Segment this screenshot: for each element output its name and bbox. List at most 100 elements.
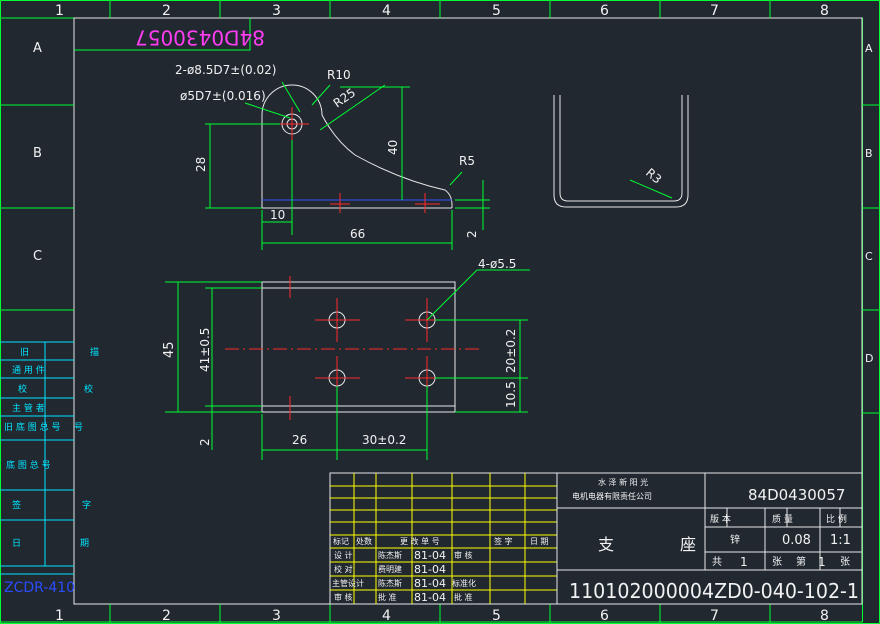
left-right-label-1: 校 bbox=[84, 383, 93, 395]
u-profile-view bbox=[553, 95, 689, 208]
row-label-b: B bbox=[33, 146, 42, 161]
dim-10: 10 bbox=[270, 208, 285, 222]
part-code: 110102000004ZD0-040-102-1 bbox=[569, 579, 859, 603]
dim-45: 45 bbox=[162, 341, 177, 358]
left-label-4: 旧 底 图 总 号 bbox=[4, 421, 60, 433]
col-label-1: 1 bbox=[55, 3, 64, 19]
col-label-b5: 5 bbox=[492, 608, 501, 624]
dim-hole-1: ø5D7±(0.016) bbox=[180, 89, 266, 103]
total-label: 共 bbox=[712, 556, 722, 568]
row-0-date: 81-04 bbox=[414, 549, 446, 562]
row-grid bbox=[0, 104, 880, 414]
dim-r5: R5 bbox=[459, 154, 475, 168]
col-label-b6: 6 bbox=[600, 608, 609, 624]
col-label-b1: 1 bbox=[55, 608, 64, 624]
dim-28: 28 bbox=[194, 157, 208, 172]
row-label-d-right: D bbox=[865, 352, 873, 365]
row-0-role: 设 计 bbox=[334, 550, 353, 560]
row-label-c: C bbox=[33, 249, 42, 264]
left-label-2: 校 bbox=[18, 383, 27, 395]
drawing-number: 84D0430057 bbox=[748, 486, 845, 504]
col-label-b7: 7 bbox=[710, 608, 719, 624]
row-label-c-right: C bbox=[865, 250, 873, 263]
rev-header-2: 更 改 单 号 bbox=[400, 536, 440, 546]
sheet-label: 第 bbox=[796, 555, 806, 568]
weight-value: 0.08 bbox=[782, 533, 811, 548]
row-0-name: 陈杰斯 bbox=[378, 550, 402, 560]
col-label-4: 4 bbox=[382, 3, 391, 19]
rev-header-4: 日 期 bbox=[530, 537, 549, 546]
sheet-unit: 张 bbox=[840, 556, 850, 568]
left-right-label-2: 号 bbox=[74, 422, 83, 433]
material-value: 锌 bbox=[730, 533, 740, 546]
row-2-date: 81-04 bbox=[414, 577, 446, 590]
col-label-8: 8 bbox=[820, 3, 829, 19]
left-label-6: 签 bbox=[12, 499, 21, 511]
row-2-extra: 标准化 bbox=[452, 578, 476, 588]
dim-40: 40 bbox=[386, 140, 400, 155]
part-name-1: 支 bbox=[598, 535, 614, 554]
drawing-frame bbox=[73, 17, 863, 605]
col-label-6: 6 bbox=[600, 3, 609, 19]
row-label-b-right: B bbox=[865, 147, 873, 160]
material-header: 版 本 bbox=[710, 513, 731, 525]
row-label-a: A bbox=[33, 41, 42, 56]
left-side-panel bbox=[0, 341, 74, 575]
plan-view bbox=[165, 269, 530, 460]
column-grid bbox=[109, 0, 771, 624]
left-bottom-code: ZCDR-410 bbox=[4, 580, 75, 596]
title-block bbox=[329, 472, 863, 605]
rev-header-1: 处数 bbox=[356, 536, 372, 546]
left-label-3: 主 管 者 bbox=[12, 402, 45, 414]
row-1-date: 81-04 bbox=[414, 563, 446, 576]
left-right-label-4: 期 bbox=[80, 538, 89, 549]
dim-2-top: 2 bbox=[465, 230, 479, 238]
rev-header-3: 签 字 bbox=[494, 536, 513, 546]
sheet-value: 1 bbox=[818, 555, 826, 569]
dim-10-5: 10.5 bbox=[504, 381, 518, 408]
col-label-5: 5 bbox=[492, 3, 501, 19]
row-1-role: 校 对 bbox=[334, 564, 353, 574]
dim-66: 66 bbox=[350, 227, 365, 241]
dim-holes-2: 2-ø8.5D7±(0.02) bbox=[175, 63, 276, 77]
row-0-extra: 审 核 bbox=[454, 550, 473, 560]
col-label-b2: 2 bbox=[162, 608, 171, 624]
dim-holes-4: 4-ø5.5 bbox=[478, 257, 516, 271]
dim-r10: R10 bbox=[327, 68, 351, 82]
dim-r3: R3 bbox=[643, 166, 664, 187]
col-label-b3: 3 bbox=[272, 608, 281, 624]
row-3-extra: 批 准 bbox=[454, 592, 473, 602]
row-2-name: 陈杰斯 bbox=[378, 578, 402, 588]
weight-header: 质 量 bbox=[772, 513, 793, 525]
dim-26: 26 bbox=[292, 433, 307, 447]
left-right-label-0: 描 bbox=[90, 346, 99, 358]
row-1-name: 费明建 bbox=[378, 564, 402, 574]
part-name-2: 座 bbox=[680, 535, 696, 554]
row-label-a-right: A bbox=[865, 42, 873, 55]
dim-30: 30±0.2 bbox=[362, 433, 406, 447]
col-label-3: 3 bbox=[272, 3, 281, 19]
company-line2: 电机电器有限责任公司 bbox=[572, 491, 652, 501]
dim-41: 41±0.5 bbox=[198, 328, 212, 372]
scale-value: 1:1 bbox=[830, 533, 851, 548]
side-profile-view bbox=[205, 81, 490, 250]
code-box bbox=[74, 18, 251, 51]
mirrored-drawing-code: 84D0430057 bbox=[135, 26, 265, 50]
left-right-label-3: 字 bbox=[82, 499, 91, 511]
row-3-date: 81-04 bbox=[414, 591, 446, 604]
dim-20: 20±0.2 bbox=[504, 329, 518, 373]
row-2-role: 主管设计 bbox=[332, 578, 364, 588]
total-value: 1 bbox=[740, 555, 748, 569]
left-label-0: 旧 bbox=[20, 347, 29, 358]
col-label-b8: 8 bbox=[820, 608, 829, 624]
left-label-5: 底 图 总 号 bbox=[6, 459, 51, 471]
col-label-2: 2 bbox=[162, 3, 171, 19]
left-label-7: 日 bbox=[12, 538, 21, 549]
col-label-7: 7 bbox=[710, 3, 719, 19]
rev-header-0: 标记 bbox=[333, 536, 349, 546]
row-3-name: 批 准 bbox=[378, 592, 397, 602]
row-3-role: 审 核 bbox=[334, 592, 353, 602]
left-label-1: 通 用 件 bbox=[12, 364, 45, 376]
